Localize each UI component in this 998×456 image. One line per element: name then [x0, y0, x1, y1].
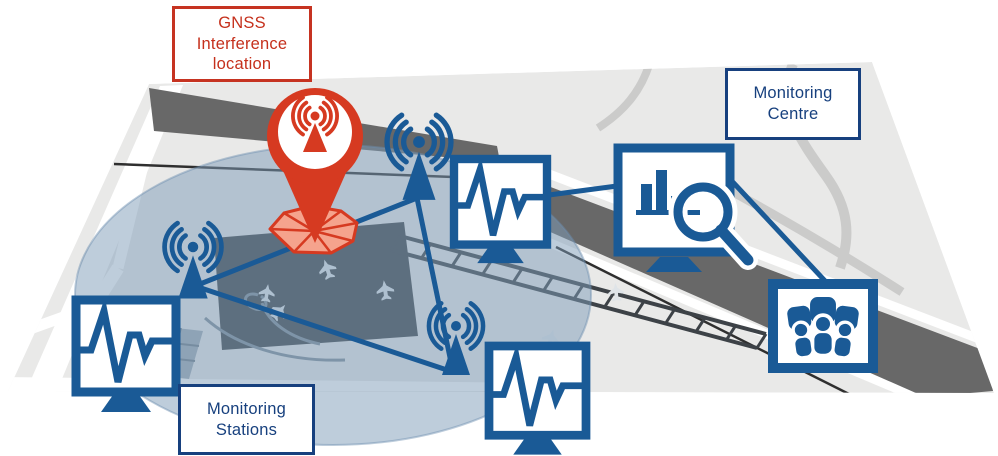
- label-line: Stations: [215, 420, 278, 439]
- control-room-team-icon: [768, 279, 878, 373]
- pin-antenna-glyph: [291, 95, 339, 152]
- person-icon: [810, 297, 836, 355]
- signal-monitor-icon: [489, 346, 586, 455]
- connection-line: [548, 183, 618, 198]
- monitoring-centre-label: Monitoring Centre: [725, 68, 861, 140]
- label-line: Monitoring: [206, 399, 287, 418]
- label-line: Interference: [196, 34, 288, 53]
- label-line: Monitoring: [753, 84, 833, 103]
- signal-monitor-icon: [76, 300, 176, 412]
- interference-location-pin-icon: [267, 88, 363, 243]
- analysis-monitor-icon: [613, 143, 758, 272]
- magnifier-icon: [668, 177, 758, 270]
- triangulation-line: [194, 283, 454, 375]
- highway-edge-stripe: [534, 164, 994, 349]
- label-line: location: [212, 55, 272, 74]
- label-line: Centre: [767, 105, 819, 123]
- monitoring-stations-label: Monitoring Stations: [178, 384, 315, 455]
- gnss-interference-label: GNSS Interference location: [172, 6, 312, 82]
- label-line: GNSS: [218, 13, 266, 32]
- signal-monitor-icon: [454, 159, 547, 263]
- monitor-stand: [646, 257, 702, 272]
